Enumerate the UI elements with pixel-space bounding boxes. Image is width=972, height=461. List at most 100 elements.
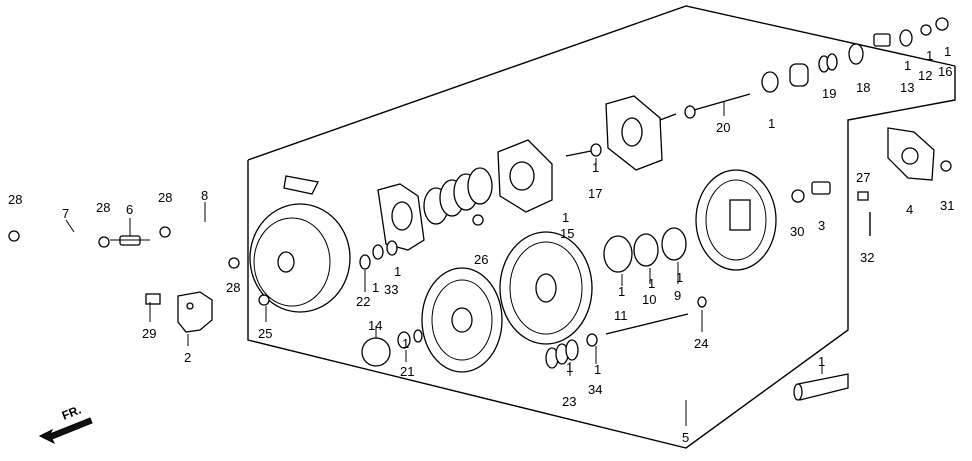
- callout-22: 22: [356, 294, 370, 309]
- callout-20: 20: [716, 120, 730, 135]
- washer-22: [359, 254, 371, 270]
- callout-8: 8: [201, 188, 208, 203]
- callout-3: 3: [818, 218, 825, 233]
- seal-1c: [761, 71, 779, 93]
- booster-shell-front: [695, 169, 777, 271]
- vacuum-hose-7: [17, 229, 96, 246]
- callout-28: 28: [96, 200, 110, 215]
- callout-18: 18: [856, 80, 870, 95]
- fitting-29: [145, 293, 161, 305]
- leader-lines: [65, 102, 823, 426]
- callout-14: 14: [368, 318, 382, 333]
- booster-shell-rear: [249, 175, 351, 313]
- diaphragm-plate-front: [421, 267, 503, 373]
- callout-1: 1: [592, 160, 599, 175]
- callout-1: 1: [904, 58, 911, 73]
- fitting-3: [811, 181, 831, 195]
- adjuster: [873, 33, 891, 47]
- nut-21: [397, 331, 411, 349]
- callout-1: 1: [676, 270, 683, 285]
- callout-2: 2: [184, 350, 191, 365]
- callout-25: 25: [258, 326, 272, 341]
- seal-9: [661, 227, 687, 261]
- pin-27: [857, 191, 869, 201]
- callout-17: 17: [588, 186, 602, 201]
- spring-23: [545, 339, 579, 369]
- callout-5: 5: [682, 430, 689, 445]
- callout-labels: 28 7 28 6 28 8 28 29 2 25 22 1 1 33 14 1…: [8, 44, 954, 445]
- callout-28: 28: [226, 280, 240, 295]
- clip-33: [386, 240, 398, 256]
- callout-11: 11: [614, 308, 628, 323]
- valve-body-cover: [497, 139, 553, 213]
- callout-32: 32: [860, 250, 874, 265]
- seal-kit-1: [793, 373, 849, 401]
- gasket-plate: [377, 183, 425, 251]
- callout-1: 1: [618, 284, 625, 299]
- vacuum-hose-8: [171, 228, 233, 268]
- nut-16: [935, 17, 949, 31]
- nut-30: [791, 189, 805, 203]
- callout-16: 16: [938, 64, 952, 79]
- callout-13: 13: [900, 80, 914, 95]
- assembly-outline: [247, 5, 956, 449]
- callout-1: 1: [926, 48, 933, 63]
- seal-10: [633, 233, 659, 267]
- callout-1: 1: [566, 360, 573, 375]
- diaphragm-15: [499, 231, 593, 345]
- bushing: [789, 63, 809, 87]
- hose-clamp-28d: [228, 257, 240, 269]
- nut-26: [472, 214, 484, 226]
- diaphragm-plate-14: [361, 337, 391, 367]
- push-rod-17: [565, 143, 602, 157]
- nut-25: [258, 294, 270, 306]
- callout-21: 21: [400, 364, 414, 379]
- flange-plate: [605, 95, 677, 171]
- front-direction-label: FR.: [60, 403, 83, 423]
- hose-clamp-28b: [98, 236, 110, 248]
- callout-29: 29: [142, 326, 156, 341]
- callout-1: 1: [394, 264, 401, 279]
- callout-28: 28: [8, 192, 22, 207]
- washer-13: [899, 29, 913, 47]
- callout-1: 1: [944, 44, 951, 59]
- seal-18: [848, 43, 864, 65]
- callout-1: 1: [402, 336, 409, 351]
- callout-33: 33: [384, 282, 398, 297]
- clip-12: [920, 24, 932, 36]
- hose-clamp-28a: [8, 230, 20, 242]
- callout-34: 34: [588, 382, 602, 397]
- washer-34: [586, 333, 598, 347]
- bracket-2: [177, 291, 213, 333]
- callout-30: 30: [790, 224, 804, 239]
- push-rod-24: [605, 296, 707, 335]
- front-direction-arrow: FR.: [38, 403, 93, 445]
- callout-10: 10: [642, 292, 656, 307]
- washer-1a: [372, 244, 384, 260]
- callout-19: 19: [822, 86, 836, 101]
- nut-31: [940, 160, 952, 172]
- callout-1: 1: [594, 362, 601, 377]
- callout-26: 26: [474, 252, 488, 267]
- callout-4: 4: [906, 202, 913, 217]
- callout-7: 7: [62, 206, 69, 221]
- callout-6: 6: [126, 202, 133, 217]
- hose-clamp-28c: [159, 226, 171, 238]
- callout-31: 31: [940, 198, 954, 213]
- gasket-4: [887, 127, 935, 181]
- callout-1: 1: [372, 280, 379, 295]
- callout-27: 27: [856, 170, 870, 185]
- washer-1b: [413, 329, 423, 343]
- spring-19: [818, 53, 838, 73]
- check-valve-6: [110, 235, 150, 246]
- spring-set: [423, 167, 493, 225]
- callout-28: 28: [158, 190, 172, 205]
- ring-11: [603, 235, 633, 273]
- rod-20: [684, 93, 751, 119]
- callout-23: 23: [562, 394, 576, 409]
- callout-15: 15: [560, 226, 574, 241]
- callout-1: 1: [648, 276, 655, 291]
- callout-1: 1: [562, 210, 569, 225]
- callout-1: 1: [768, 116, 775, 131]
